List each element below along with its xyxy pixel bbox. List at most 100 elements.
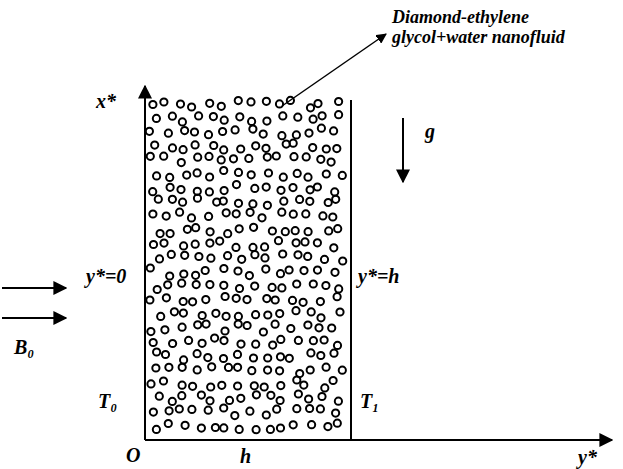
- particle: [147, 380, 154, 387]
- particle: [293, 280, 300, 287]
- particle: [301, 238, 308, 245]
- particle: [205, 131, 212, 138]
- particle: [263, 118, 270, 125]
- particle: [195, 112, 202, 119]
- particle: [304, 174, 311, 181]
- particle: [153, 426, 160, 433]
- particle: [248, 367, 255, 374]
- temperature-label: T₀: [98, 390, 117, 412]
- particle: [265, 169, 272, 176]
- particle: [185, 337, 192, 344]
- particle: [192, 241, 199, 248]
- particle: [233, 181, 240, 188]
- particle: [250, 354, 257, 361]
- particle: [328, 324, 335, 331]
- particle: [184, 226, 191, 233]
- particle: [189, 383, 196, 390]
- particle: [244, 322, 251, 329]
- particle: [321, 336, 328, 343]
- particle: [279, 112, 286, 119]
- particle: [277, 336, 284, 343]
- particle: [191, 128, 198, 135]
- particle: [294, 170, 301, 177]
- particle: [300, 299, 307, 306]
- particle: [294, 114, 301, 121]
- particle: [204, 354, 211, 361]
- particle: [225, 364, 232, 371]
- particle: [149, 101, 156, 108]
- particle: [165, 130, 172, 137]
- particle: [238, 256, 245, 263]
- particle: [169, 144, 176, 151]
- particle: [248, 171, 255, 178]
- particle: [206, 188, 213, 195]
- particle: [202, 267, 209, 274]
- particle: [273, 152, 280, 159]
- particle: [208, 363, 215, 370]
- particle: [157, 313, 164, 320]
- particle: [321, 256, 328, 263]
- particle: [290, 140, 297, 147]
- particle: [305, 130, 312, 137]
- particle: [177, 101, 184, 108]
- gravity-label: g: [425, 120, 435, 142]
- particle: [194, 321, 201, 328]
- particle: [253, 391, 260, 398]
- particle: [198, 392, 205, 399]
- particle: [263, 295, 270, 302]
- particle: [236, 225, 243, 232]
- particle: [231, 412, 238, 419]
- particle: [198, 425, 205, 432]
- particle: [193, 281, 200, 288]
- particle: [176, 209, 183, 216]
- particle: [221, 117, 228, 124]
- particle: [168, 251, 175, 258]
- particle: [183, 172, 190, 179]
- particle: [166, 407, 173, 414]
- particle: [303, 153, 310, 160]
- particle: [157, 230, 164, 237]
- field-arrow: [2, 287, 66, 289]
- particle: [151, 142, 158, 149]
- particle: [223, 209, 230, 216]
- particle: [180, 146, 187, 153]
- particle: [264, 367, 271, 374]
- particle: [223, 313, 230, 320]
- particle: [315, 324, 322, 331]
- particle: [267, 392, 274, 399]
- particle: [293, 239, 300, 246]
- particle: [251, 185, 258, 192]
- particle: [323, 145, 330, 152]
- particle: [226, 397, 233, 404]
- particle: [248, 118, 255, 125]
- particle: [314, 183, 321, 190]
- particle: [278, 132, 285, 139]
- particle: [199, 312, 206, 319]
- particle: [305, 228, 312, 235]
- particle: [317, 156, 324, 163]
- particle: [235, 313, 242, 320]
- particle: [188, 214, 195, 221]
- particle: [290, 211, 297, 218]
- particle: [220, 167, 227, 174]
- particle: [306, 405, 313, 412]
- particle: [153, 172, 160, 179]
- particle: [307, 186, 314, 193]
- particle: [156, 255, 163, 262]
- particle: [230, 155, 237, 162]
- particle: [234, 267, 241, 274]
- particle: [207, 228, 214, 235]
- particle: [169, 196, 176, 203]
- particle: [307, 104, 314, 111]
- particle: [171, 308, 178, 315]
- particle: [167, 230, 174, 237]
- particle: [250, 224, 257, 231]
- particle: [292, 307, 299, 314]
- particle: [195, 253, 202, 260]
- particle: [308, 308, 315, 315]
- particle: [293, 405, 300, 412]
- particle: [222, 293, 229, 300]
- particle: [314, 239, 321, 246]
- particle: [236, 285, 243, 292]
- particle: [263, 184, 270, 191]
